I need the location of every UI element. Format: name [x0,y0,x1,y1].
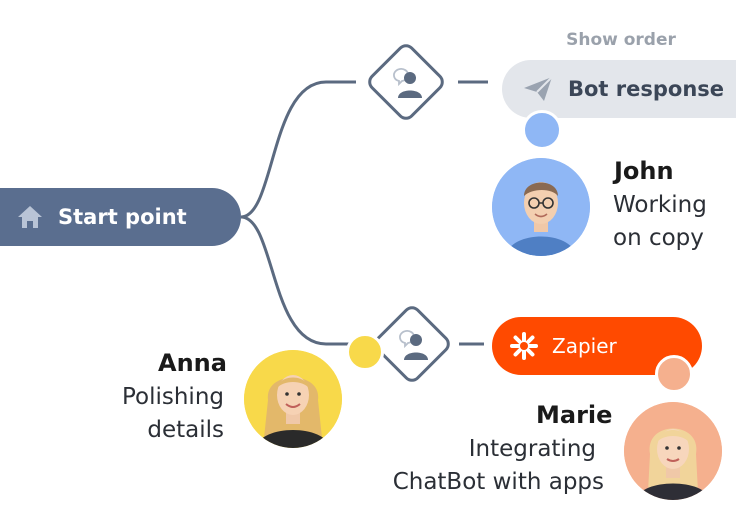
anna-name: Anna [158,349,227,377]
start-point-label: Start point [58,205,187,229]
connector-start-to-top [240,80,356,219]
user-chat-icon [399,330,428,360]
john-status-line-2: on copy [613,225,704,251]
user-chat-icon [393,68,422,98]
marie-name: Marie [536,401,613,429]
john-status: Working on copy [613,189,707,255]
john-status-line-1: Working [613,192,707,218]
bot-response-node[interactable]: Bot response [502,60,736,118]
anna-status-line-2: details [147,417,224,443]
start-point-node[interactable]: Start point [0,188,241,246]
anna-presence-dot [346,333,384,371]
john-avatar [492,158,590,256]
bot-response-label: Bot response [568,77,725,101]
show-order-caption: Show order [566,30,676,50]
zapier-label: Zapier [552,334,617,358]
condition-node-top[interactable] [364,40,448,124]
home-icon [18,206,42,228]
condition-node-bottom[interactable] [370,302,454,386]
marie-status: Integrating ChatBot with apps [360,433,604,499]
anna-avatar [244,350,342,448]
marie-avatar [624,402,722,500]
marie-status-line-1: Integrating [468,436,596,462]
paper-plane-icon [524,76,553,101]
connector-start-to-bottom [240,215,362,346]
asterisk-icon [510,332,538,360]
john-name: John [614,157,674,185]
anna-status: Polishing details [100,381,224,447]
anna-status-line-1: Polishing [121,384,224,410]
marie-status-line-2: ChatBot with apps [392,469,604,495]
marie-presence-dot [655,355,693,393]
john-presence-dot [522,110,562,150]
